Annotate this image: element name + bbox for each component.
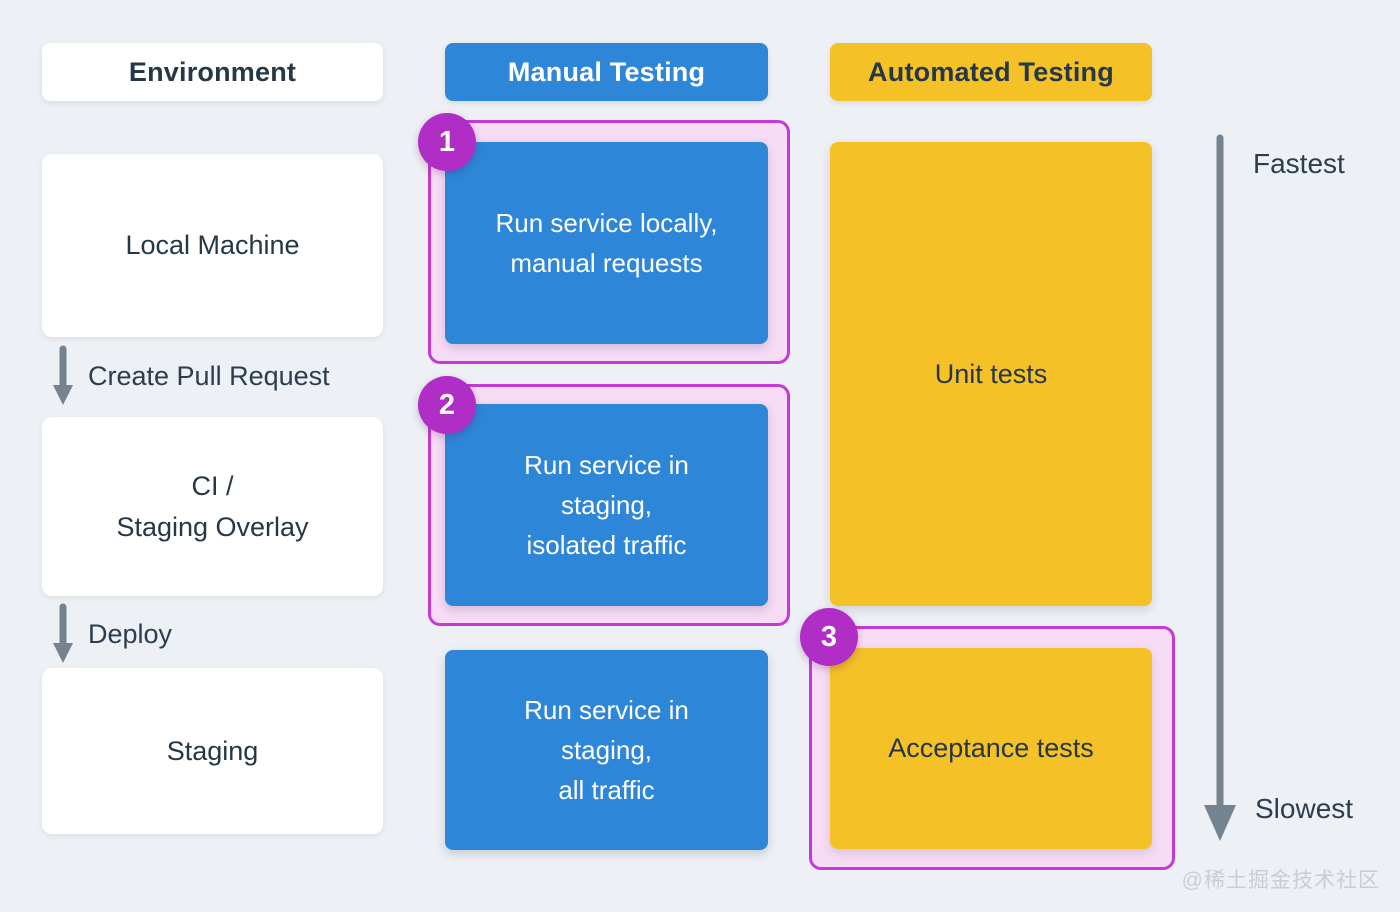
manual-box-run-locally-label: Run service locally, manual requests — [495, 208, 718, 278]
step-badge-2: 2 — [418, 376, 476, 434]
flow-step-create-pull-request: Create Pull Request — [52, 345, 330, 407]
down-arrow-icon — [53, 603, 73, 663]
step-badge-3: 3 — [800, 608, 858, 666]
flow-step-deploy: Deploy — [52, 603, 172, 665]
flow-label-create-pull-request: Create Pull Request — [88, 360, 330, 391]
env-box-ci-staging-overlay: CI / Staging Overlay — [42, 417, 383, 596]
speed-timeline-arrow-icon — [1204, 134, 1236, 841]
column-header-environment-label: Environment — [128, 56, 297, 87]
step-badge-1-number: 1 — [438, 125, 456, 158]
step-badge-3-number: 3 — [820, 620, 838, 653]
env-box-staging-label: Staging — [166, 735, 259, 766]
down-arrow-icon — [53, 345, 73, 405]
manual-box-staging-isolated-label: Run service in staging, isolated traffic — [524, 450, 689, 560]
env-box-ci-staging-overlay-label: CI / Staging Overlay — [116, 470, 309, 542]
timeline-label-fastest: Fastest — [1253, 148, 1345, 179]
env-box-local-machine: Local Machine — [42, 154, 383, 337]
manual-box-staging-all-traffic: Run service in staging, all traffic — [445, 650, 768, 850]
automated-box-acceptance-tests-label: Acceptance tests — [888, 733, 1094, 763]
watermark-text: @稀土掘金技术社区 — [1181, 869, 1380, 892]
manual-box-staging-isolated: Run service in staging, isolated traffic — [445, 404, 768, 606]
manual-box-staging-all-traffic-label: Run service in staging, all traffic — [524, 695, 689, 805]
env-box-local-machine-label: Local Machine — [125, 230, 300, 260]
column-header-manual-testing-label: Manual Testing — [507, 56, 706, 87]
automated-box-unit-tests-label: Unit tests — [934, 358, 1048, 389]
manual-box-run-locally: Run service locally, manual requests — [445, 142, 768, 344]
timeline-label-slowest: Slowest — [1255, 793, 1354, 824]
column-header-manual-testing: Manual Testing — [445, 43, 768, 101]
column-header-automated-testing: Automated Testing — [830, 43, 1152, 101]
step-badge-1: 1 — [418, 113, 476, 171]
column-header-automated-testing-label: Automated Testing — [868, 56, 1114, 87]
env-box-staging: Staging — [42, 668, 383, 834]
flow-label-deploy: Deploy — [88, 618, 173, 649]
automated-box-acceptance-tests: Acceptance tests — [830, 648, 1152, 849]
column-header-environment: Environment — [42, 43, 383, 101]
automated-box-unit-tests: Unit tests — [830, 142, 1152, 606]
step-badge-2-number: 2 — [438, 388, 456, 421]
